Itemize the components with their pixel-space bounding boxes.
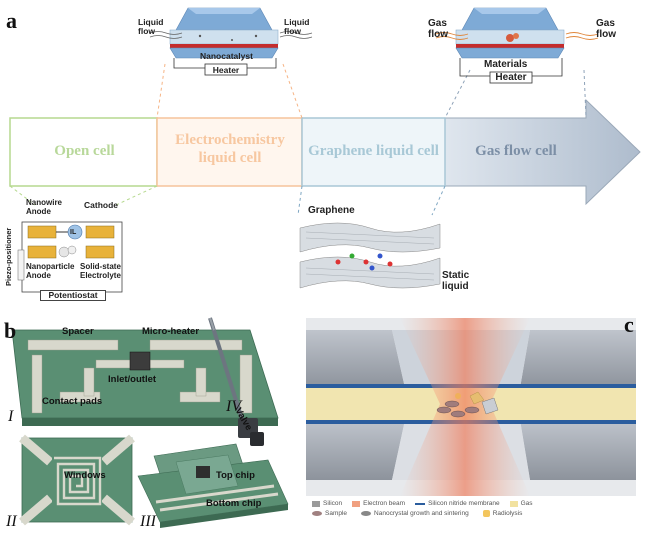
bottom-chip-label: Bottom chip (206, 498, 262, 509)
potentiostat-label: Potentiostat (40, 290, 106, 301)
numeral-ii: II (6, 513, 17, 530)
inlet-outlet-label: Inlet/outlet (108, 374, 157, 385)
legend-swatch (352, 500, 361, 507)
legend-item: Silicon nitride membrane (415, 500, 500, 507)
gas-flow-right-label: Gas flow (596, 18, 616, 40)
panel-label-c: c (624, 312, 634, 337)
nanoparticle-anode-label: Nanoparticle Anode (26, 262, 75, 280)
numeral-iii: III (140, 513, 156, 530)
spacer-label: Spacer (62, 326, 94, 337)
heater-label-gas: Heater (495, 72, 527, 83)
legend-label: Silicon nitride membrane (428, 500, 500, 507)
static-liquid-label: Static liquid (442, 270, 470, 292)
legend-item: Radiolysis (482, 510, 523, 517)
legend-label: Radiolysis (492, 510, 523, 517)
heater-label-liquid: Heater (212, 65, 240, 75)
panel-label-b: b (4, 318, 17, 343)
graphene-label: Graphene (308, 205, 355, 216)
numeral-iv: IV (226, 398, 242, 415)
legend-item: Nanocrystal growth and sintering (361, 510, 469, 517)
ionic-liquid-label: IL (70, 229, 77, 236)
windows-label: Windows (64, 470, 106, 481)
legend-swatch (312, 511, 322, 516)
liquid-flow-right-label: Liquid flow (284, 17, 310, 36)
cathode-label: Cathode (84, 200, 118, 210)
legend-item: Gas (509, 500, 533, 507)
top-chip-label: Top chip (216, 470, 255, 481)
gas-flow-left-label: Gas flow (428, 18, 448, 40)
micro-heater-label: Micro-heater (142, 326, 200, 337)
legend-label: Electron beam (363, 500, 406, 507)
legend-swatch (509, 500, 518, 507)
stage-graphene-liquid-cell: Graphene liquid cell (308, 143, 439, 159)
contact-pads-label: Contact pads (42, 396, 103, 407)
legend-label: Gas (520, 500, 533, 507)
stage-open-cell: Open cell (54, 143, 115, 159)
stage-electrochemistry-liquid-cell: Electrochemistry liquid cell (175, 132, 285, 166)
numeral-i: I (8, 408, 14, 425)
legend-label: Silicon (323, 500, 343, 507)
materials-label: Materials (484, 59, 528, 70)
stage-gas-flow-cell: Gas flow cell (475, 143, 557, 159)
panel-label-a: a (6, 8, 17, 33)
legend-swatch (482, 510, 490, 517)
legend-label: Sample (325, 510, 348, 517)
nanocatalyst-label: Nanocatalyst (200, 51, 253, 61)
legend: Silicon Electron beam Silicon nitride me… (312, 500, 638, 517)
legend-swatch (415, 502, 426, 505)
liquid-flow-left-label: Liquid flow (138, 17, 164, 36)
legend-item: Silicon (312, 500, 342, 507)
legend-swatch (312, 500, 320, 507)
legend-item: Sample (312, 510, 347, 517)
piezo-positioner-label: Piezo-positioner (4, 227, 13, 286)
nanowire-anode-label: Nanowire Anode (26, 198, 63, 216)
legend-item: Electron beam (352, 500, 405, 507)
legend-swatch (361, 511, 372, 516)
solid-electrolyte-label: Solid-state Electrolyte (80, 262, 121, 280)
legend-label: Nanocrystal growth and sintering (374, 510, 469, 517)
